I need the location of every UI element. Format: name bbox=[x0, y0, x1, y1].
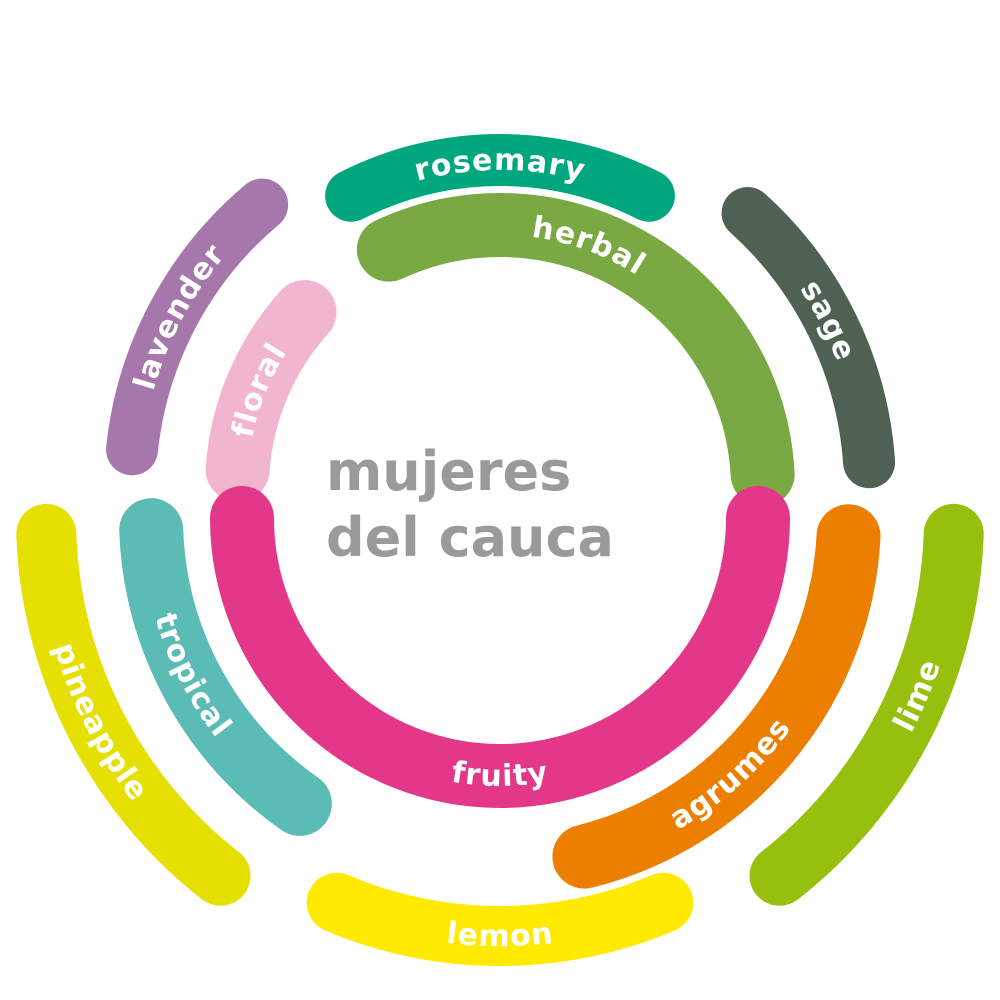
label-text-fruity: fruity bbox=[449, 755, 549, 794]
segment-fruity bbox=[210, 486, 790, 808]
wheel-segments bbox=[16, 134, 984, 966]
segment-lime bbox=[749, 503, 984, 906]
center-title-line1: mujeres bbox=[326, 440, 571, 503]
label-fruity: fruity bbox=[449, 755, 550, 794]
center-title: mujeres del cauca bbox=[326, 440, 614, 569]
segment-floral bbox=[205, 280, 337, 502]
label-lemon: lemon bbox=[445, 916, 555, 954]
label-text-lemon: lemon bbox=[445, 916, 554, 954]
segment-lemon bbox=[306, 872, 694, 966]
center-title-line2: del cauca bbox=[326, 506, 614, 569]
segment-pineapple bbox=[16, 503, 251, 906]
segment-lavender bbox=[106, 178, 289, 476]
segment-herbal bbox=[356, 193, 795, 507]
segment-rosemary bbox=[325, 134, 675, 222]
segment-tropical bbox=[119, 498, 332, 836]
segment-sage bbox=[721, 187, 896, 489]
segment-agrumes bbox=[552, 504, 881, 889]
